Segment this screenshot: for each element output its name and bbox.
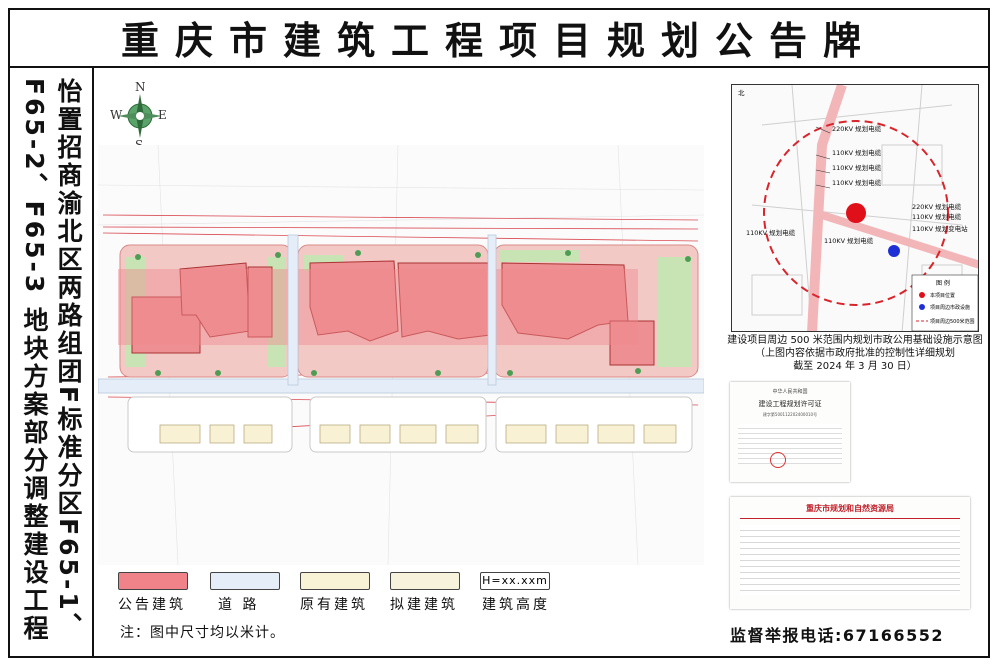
compass-n: N [135, 80, 146, 94]
map-caption-line3: 截至 2024 年 3 月 30 日） [793, 361, 917, 372]
map-cable-4: 110KV 规划电缆 [832, 178, 882, 187]
planning-permit-document: 中华人民共和国 建设工程规划许可证 建字第500112202400010号 [730, 382, 850, 482]
legend-label-public: 公告建筑 [118, 597, 186, 613]
map-cable-6: 110KV 规划电缆 [912, 212, 962, 221]
map-cable-7: 110KV 规划电缆 [746, 228, 796, 237]
notice-board-frame [8, 8, 990, 658]
vertical-title-line2: 怡置招商渝北区两路组团F标准分区F65-1、 [54, 78, 83, 641]
map-cable-2: 110KV 规划电缆 [832, 148, 882, 157]
map-legend-title: 图 例 [936, 279, 950, 287]
map-legend-item-1: 本项目位置 [930, 292, 955, 299]
left-divider [92, 68, 94, 658]
compass-e: E [158, 108, 167, 122]
vertical-title-line1: F65-2、F65-3 地块方案部分调整建设工程 [20, 78, 49, 643]
legend-swatch-proposed [390, 572, 460, 590]
report-phone: 监督举报电话:67166552 [730, 626, 944, 645]
legend-label-proposed: 拟建建筑 [390, 597, 458, 613]
legend-label-existing: 原有建筑 [300, 597, 368, 613]
legend-swatch-road [210, 572, 280, 590]
notice-header: 重庆市规划和自然资源局 [806, 504, 894, 513]
site-plan [97, 144, 705, 566]
map-cable-3: 110KV 规划电缆 [832, 163, 882, 172]
map-cable-1: 220KV 规划电缆 [832, 124, 882, 133]
permit-number: 建字第500112202400010号 [762, 412, 818, 417]
map-cable-5: 220KV 规划电缆 [912, 202, 962, 211]
permit-title: 建设工程规划许可证 [758, 400, 822, 408]
map-substation: 110KV 规划变电站 [912, 224, 968, 233]
location-map: 北 220KV 规划电缆 110KV 规划电缆 110KV 规划电缆 110KV… [731, 84, 979, 332]
map-caption: 建设项目周边 500 米范围内规划市政公用基础设施示意图 （上图内容依据市政府批… [721, 334, 989, 373]
dimension-note: 注：图中尺寸均以米计。 [120, 625, 285, 641]
legend: 公告建筑 道 路 原有建筑 拟建建筑 H=xx.xxm 建筑高度 [118, 572, 578, 616]
legend-swatch-height: H=xx.xxm [480, 572, 550, 590]
legend-label-road: 道 路 [218, 597, 260, 613]
map-legend: 图 例 本项目位置 项目周边市政设施 项目周边500米范围 [911, 274, 978, 331]
map-caption-line1: 建设项目周边 500 米范围内规划市政公用基础设施示意图 [727, 335, 983, 346]
map-legend-item-2: 项目周边市政设施 [930, 304, 970, 311]
map-caption-line2: （上图内容依据市政府批准的控制性详细规划 [755, 348, 955, 359]
permit-issuer: 中华人民共和国 [772, 389, 808, 395]
map-north-label: 北 [738, 89, 745, 97]
notice-document: 重庆市规划和自然资源局 [730, 497, 970, 609]
map-legend-item-3: 项目周边500米范围 [930, 318, 975, 325]
board-title: 重庆市建筑工程项目规划公告牌 [8, 8, 990, 68]
compass-w: W [110, 108, 123, 122]
legend-swatch-public [118, 572, 188, 590]
legend-label-height: 建筑高度 [482, 597, 550, 613]
legend-swatch-existing [300, 572, 370, 590]
map-cable-8: 110KV 规划电缆 [824, 236, 874, 245]
